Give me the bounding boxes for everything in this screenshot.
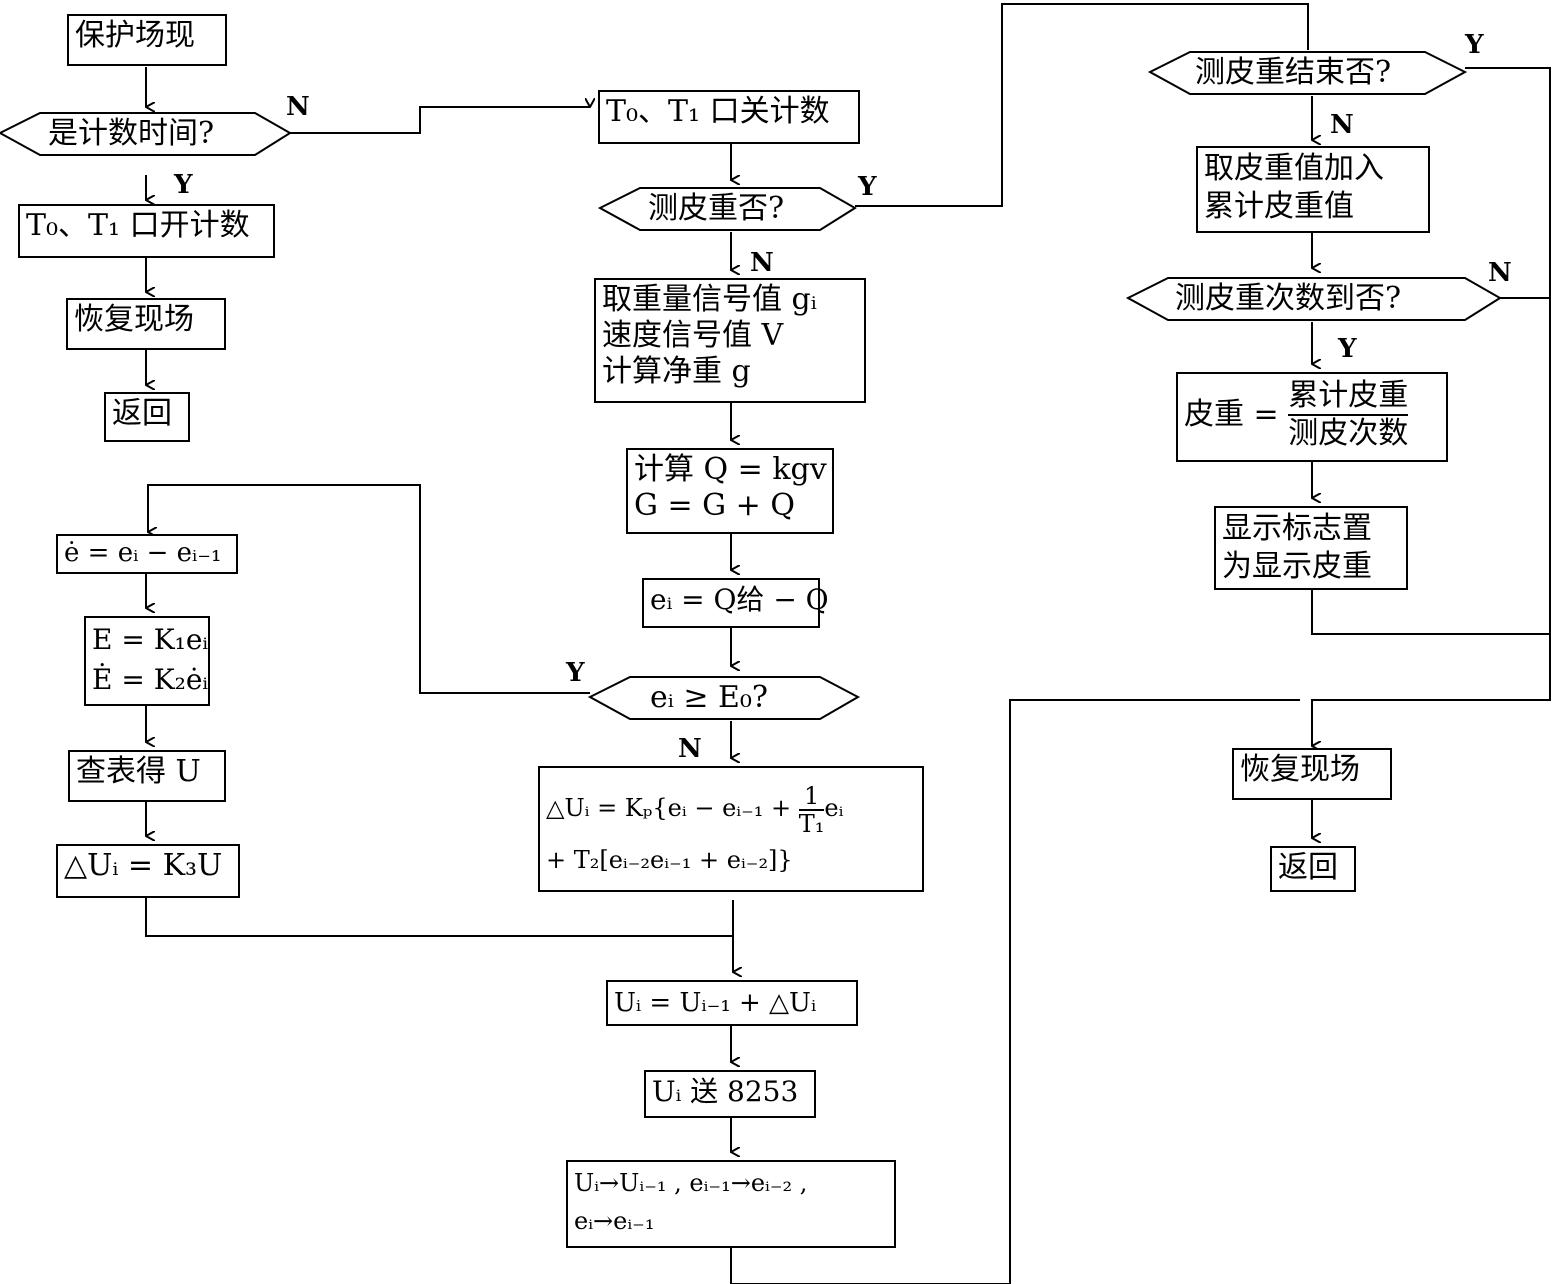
label-y-tare-done: Y	[1465, 30, 1484, 60]
label-n-tare-count: N	[1488, 258, 1512, 288]
display-flag-box: 显示标志置 为显示皮重	[1214, 506, 1408, 590]
pid-line-1b: eᵢ	[824, 794, 844, 822]
restore-scene-box-right: 恢复现场	[1232, 748, 1392, 800]
ei-cond-text: eᵢ ≥ E₀?	[650, 680, 769, 715]
signals-box: 取重量信号值 gᵢ 速度信号值 V 计算净重 g	[594, 278, 866, 403]
tare-done-text: 测皮重结束否?	[1195, 55, 1392, 90]
calc-line-2: G = G + Q	[634, 488, 795, 523]
add-tare-line-2: 累计皮重值	[1204, 189, 1354, 224]
diamond-ei-cond	[587, 676, 861, 720]
pid-line-1a: △Uᵢ = Kₚ{eᵢ − eᵢ₋₁ +	[546, 794, 799, 822]
is-count-time-text: 是计数时间?	[48, 116, 215, 151]
label-n-cond: N	[678, 734, 702, 764]
label-y-cond: Y	[566, 658, 585, 688]
return-box-left: 返回	[104, 392, 190, 442]
label-n-tare-done: N	[1330, 110, 1354, 140]
display-flag-line-1: 显示标志置	[1222, 511, 1372, 546]
tare-fraction-num: 累计皮重	[1288, 378, 1409, 416]
shift-line-2: eᵢ→eᵢ₋₁	[574, 1207, 655, 1235]
pid-fraction-num: 1	[798, 783, 825, 811]
signals-line-2: 速度信号值 V	[602, 318, 784, 353]
measure-tare-text: 测皮重否?	[648, 191, 785, 226]
tare-formula-box: 皮重 = 累计皮重 测皮次数	[1176, 372, 1448, 462]
ui-box: Uᵢ = Uᵢ₋₁ + △Uᵢ	[606, 980, 858, 1026]
tare-eq: 皮重 =	[1184, 397, 1279, 432]
edot-box: ė = eᵢ − eᵢ₋₁	[56, 534, 238, 574]
tare-fraction: 累计皮重 测皮次数	[1288, 378, 1409, 452]
label-n-measure-tare: N	[750, 248, 774, 278]
close-count-box: T₀、T₁ 口关计数	[598, 90, 860, 144]
signals-line-3: 计算净重 g	[602, 354, 751, 389]
ei-box: eᵢ = Q给 − Q	[642, 578, 829, 628]
display-flag-line-2: 为显示皮重	[1222, 549, 1372, 584]
restore-scene-box-left: 恢复现场	[66, 298, 226, 350]
tare-fraction-den: 测皮次数	[1288, 416, 1409, 451]
lookup-box: 查表得 U	[68, 750, 226, 802]
du3-box: △Uᵢ = K₃U	[56, 844, 240, 898]
shift-box: Uᵢ→Uᵢ₋₁ , eᵢ₋₁→eᵢ₋₂ , eᵢ→eᵢ₋₁	[566, 1160, 896, 1248]
signals-line-1: 取重量信号值 gᵢ	[602, 282, 817, 317]
open-count-box: T₀、T₁ 口开计数	[18, 204, 275, 258]
pid-line-2: + T₂[eᵢ₋₂eᵢ₋₁ + eᵢ₋₂]}	[546, 846, 793, 874]
E-gain-line-1: E = K₁eᵢ	[92, 623, 209, 656]
add-tare-box: 取皮重值加入 累计皮重值	[1196, 146, 1430, 233]
send-box: Uᵢ 送 8253	[644, 1070, 816, 1118]
protect-scene-box: 保护场现	[67, 14, 227, 66]
diamond-measure-tare	[597, 187, 857, 231]
label-y-measure-tare: Y	[858, 172, 877, 202]
E-gain-line-2: Ė = K₂ėᵢ	[92, 663, 209, 696]
pid-fraction-den: T₁	[798, 809, 825, 838]
label-n-is-count: N	[286, 92, 310, 122]
tare-count-text: 测皮重次数到否?	[1175, 281, 1402, 316]
return-box-right: 返回	[1270, 846, 1356, 892]
calc-line-1: 计算 Q = kgv	[634, 452, 827, 487]
add-tare-line-1: 取皮重值加入	[1204, 151, 1384, 186]
E-gain-box: E = K₁eᵢ Ė = K₂ėᵢ	[84, 616, 210, 706]
label-y-is-count: Y	[174, 170, 193, 200]
label-y-tare-count: Y	[1338, 334, 1357, 364]
diamond-tare-done	[1147, 51, 1468, 95]
shift-line-1: Uᵢ→Uᵢ₋₁ , eᵢ₋₁→eᵢ₋₂ ,	[574, 1169, 808, 1197]
calc-box: 计算 Q = kgv G = G + Q	[626, 448, 834, 534]
